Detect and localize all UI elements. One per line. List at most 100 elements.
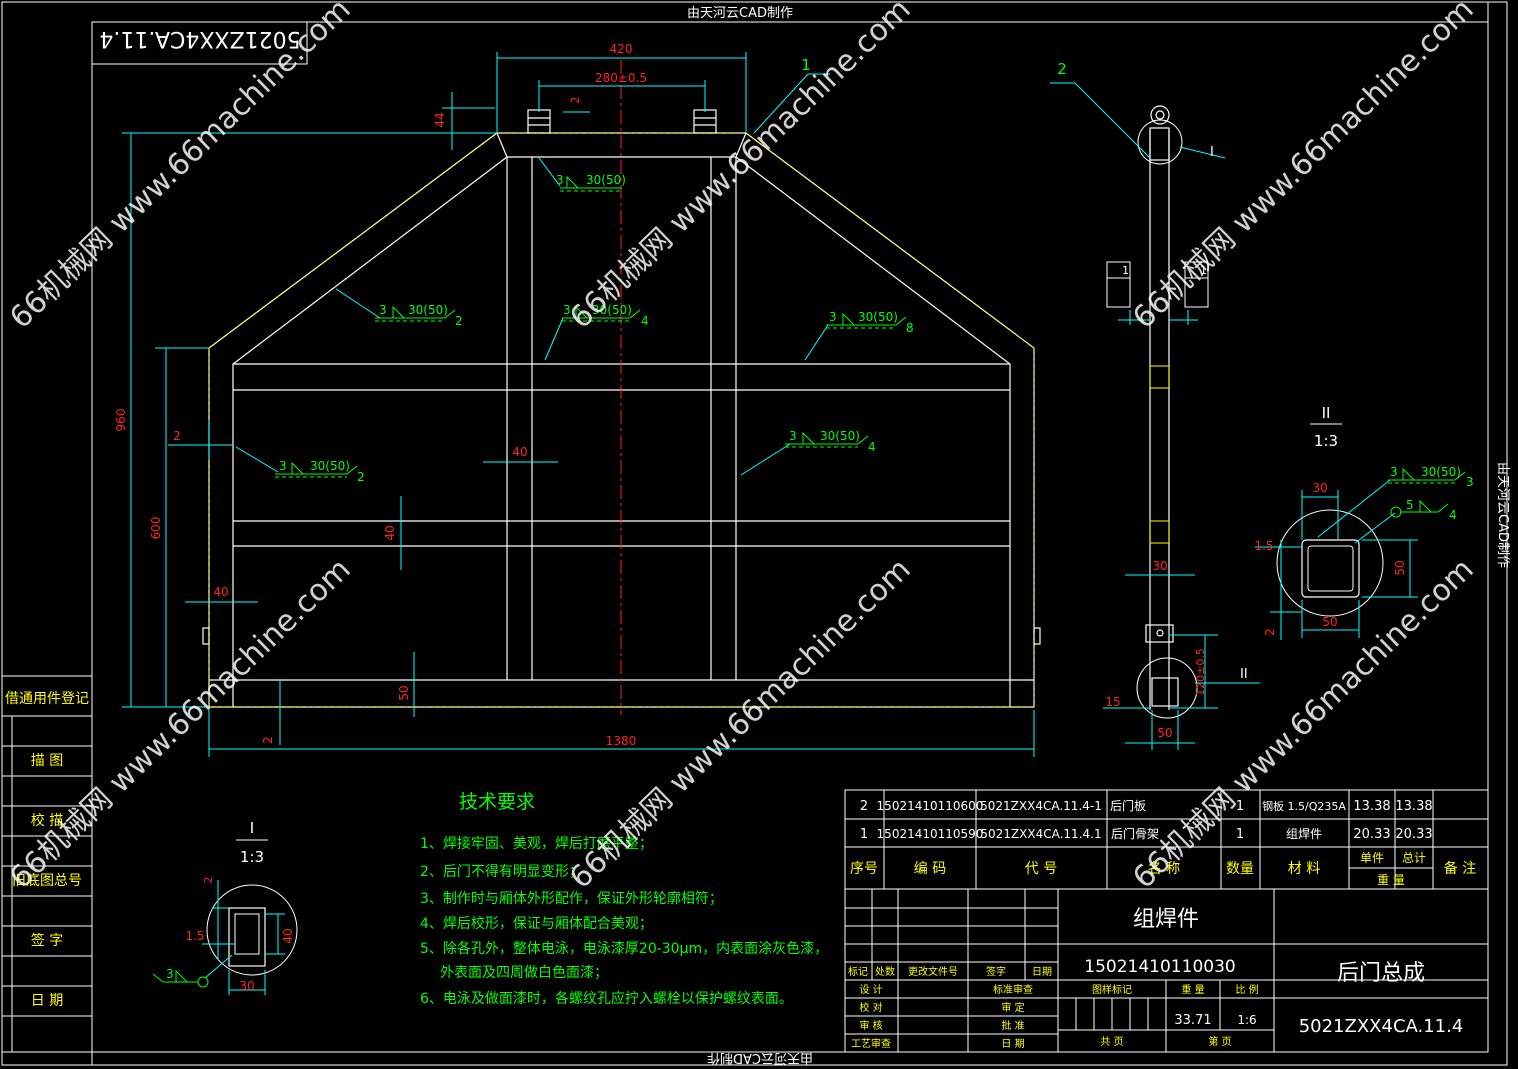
tech-item-3: 3、制作时与厢体外形配作，保证外形轮廓相符； [420,890,723,907]
detail-II-dim-50h: 50 [1322,615,1337,629]
strip-label-1: 借通用件登记 [5,691,89,707]
detail-II-dim-2: 2 [1263,628,1277,636]
bom-table-text: 2 15021410110600 5021ZXX4CA.11.4-1 后门板 1… [850,798,1476,887]
detail-I-weld-size: 3 [166,967,174,981]
bom-r2-c1: 1 [860,827,868,842]
stage-label: 图样标记 [1092,983,1132,996]
dim-bottom-gap: 2 [261,736,275,744]
bom-r1-c3: 5021ZXX4CA.11.4-1 [980,799,1102,813]
tech-requirements: 技术要求 1、焊接牢固、美观，焊后打磨平整； 2、后门不得有明显变形； 3、制作… [420,791,828,1007]
part-code: 15021410110030 [1084,957,1235,977]
sign-2-b: 审 定 [1001,1001,1024,1014]
tech-item-1: 1、焊接牢固、美观，焊后打磨平整； [420,835,653,852]
dim-bottom-height: 50 [397,685,411,700]
weld-4-len: 30(50) [858,310,898,324]
detail-I: I 1:3 3 2 1.5 40 30 [152,819,298,995]
side-view-texts: 2 I II 1 1 30 120±0.5 15 50 [1057,60,1247,740]
bom-r2-c6: 组焊件 [1286,826,1322,841]
side-dim-50: 50 [1157,726,1172,740]
section-box-left: 1 [1122,264,1129,277]
tech-item-5: 5、除各孔外，整体电泳，电泳漆厚20-30μm，内表面涂灰色漆， [420,940,828,957]
tech-item-7: 6、电泳及做面漆时，各螺纹孔应拧入螺栓以保护螺纹表面。 [420,990,793,1007]
rev-h-4: 签字 [986,965,1006,978]
detail-I-title: I [250,819,254,837]
sign-3-b: 批 准 [1001,1019,1024,1032]
side-section-markers [1106,261,1209,308]
code-box [91,21,308,65]
dim-rail-height: 40 [383,525,397,540]
side-dim-30: 30 [1152,559,1167,573]
weld-4-count: 8 [906,321,914,335]
detail-marker-II: II [1240,667,1248,682]
side-view-dims [1050,82,1260,750]
bom-h-2: 编 码 [914,861,946,877]
bom-r2-c5: 1 [1236,827,1244,842]
bom-r1-c5: 1 [1236,799,1244,814]
detail-II-weld-a-len: 30(50) [1421,465,1461,479]
side-dim-15: 15 [1105,695,1120,709]
dim-top-height: 44 [433,112,447,127]
dim-top-width: 420 [610,42,633,56]
weld-1-size: 3 [556,173,564,187]
rev-h-3: 更改文件号 [908,965,958,978]
bom-r2-c3: 5021ZXX4CA.11.4.1 [980,827,1101,841]
bom-h-1: 序号 [850,861,878,877]
part-type: 组焊件 [1133,907,1199,932]
tech-item-2: 2、后门不得有明显变形； [420,863,583,880]
weld-2-count: 2 [455,314,463,328]
detail-II-weld-a-count: 3 [1466,475,1474,489]
weld-5-len: 30(50) [310,459,350,473]
detail-I-dim-40: 40 [281,928,295,943]
weld-symbols [275,175,907,478]
bom-r2-c2: 15021410110590 [877,827,984,841]
detail-II-dim-30: 30 [1312,481,1327,495]
bom-r2-c8: 20.33 [1395,827,1432,842]
detail-II-scale: 1:3 [1314,432,1338,450]
weld-labels: 3 30(50) 3 30(50) 2 3 30(50) 4 3 30(50) … [279,173,914,484]
weld-3-size: 3 [563,303,571,317]
bom-h-10: 备 注 [1444,860,1476,877]
tech-title: 技术要求 [459,791,535,813]
weld-1-len: 30(50) [586,173,626,187]
detail-I-dim-2: 2 [202,877,215,884]
sheet-total-label: 共 页 [1100,1036,1123,1048]
part-label-1: 1 [801,56,811,74]
bom-h-3: 代 号 [1025,861,1057,877]
sign-1-b: 标准审查 [993,983,1033,996]
weld-2-size: 3 [379,303,387,317]
weld-3-count: 4 [641,314,649,328]
tech-item-6: 外表面及四周做白色面漆； [440,964,608,981]
rev-h-1: 标记 [848,966,868,978]
tech-item-4: 4、焊后校形，保证与厢体配合美观； [420,915,653,932]
drawing-code-mirrored: 5021ZXX4CA.11.4 [99,26,300,51]
assembly-name: 后门总成 [1337,961,1425,986]
weld-3-len: 30(50) [592,303,632,317]
watermark-3: 66机械网 www.66machine.com [1126,0,1480,336]
detail-II-weld-a-size: 3 [1390,465,1398,479]
weld-5-size: 3 [279,459,287,473]
dim-top-gap: 2 [569,97,582,104]
weight-value: 33.71 [1174,1013,1211,1028]
bom-h-4: 名 称 [1148,861,1180,877]
watermark-6: 66机械网 www.66machine.com [1126,552,1480,896]
sign-2-a: 校 对 [859,1001,882,1014]
part-label-2: 2 [1057,60,1067,78]
strip-label-5: 签 字 [31,932,63,949]
sign-1-a: 设 计 [859,983,882,996]
detail-II-weld-b-size: 5 [1406,498,1414,512]
strip-label-3: 校 描 [31,812,63,829]
title-block-text: 标记 处数 更改文件号 签字 日期 设 计 标准审查 校 对 审 定 审 核 批… [848,907,1463,1050]
detail-II: II 1:3 3 [1254,404,1474,640]
detail-marker-I: I [1210,145,1214,160]
title-block-grid [844,888,1489,1053]
detail-II-title: II [1322,404,1331,422]
side-view [1145,105,1179,710]
side-view-yellow [1149,365,1170,544]
main-dimension-lines [122,52,1035,757]
rev-h-2: 处数 [875,965,895,978]
bom-h-7: 单件 [1360,851,1384,865]
left-strip [1,675,93,1053]
bom-r2-c4: 后门骨架 [1111,826,1159,841]
